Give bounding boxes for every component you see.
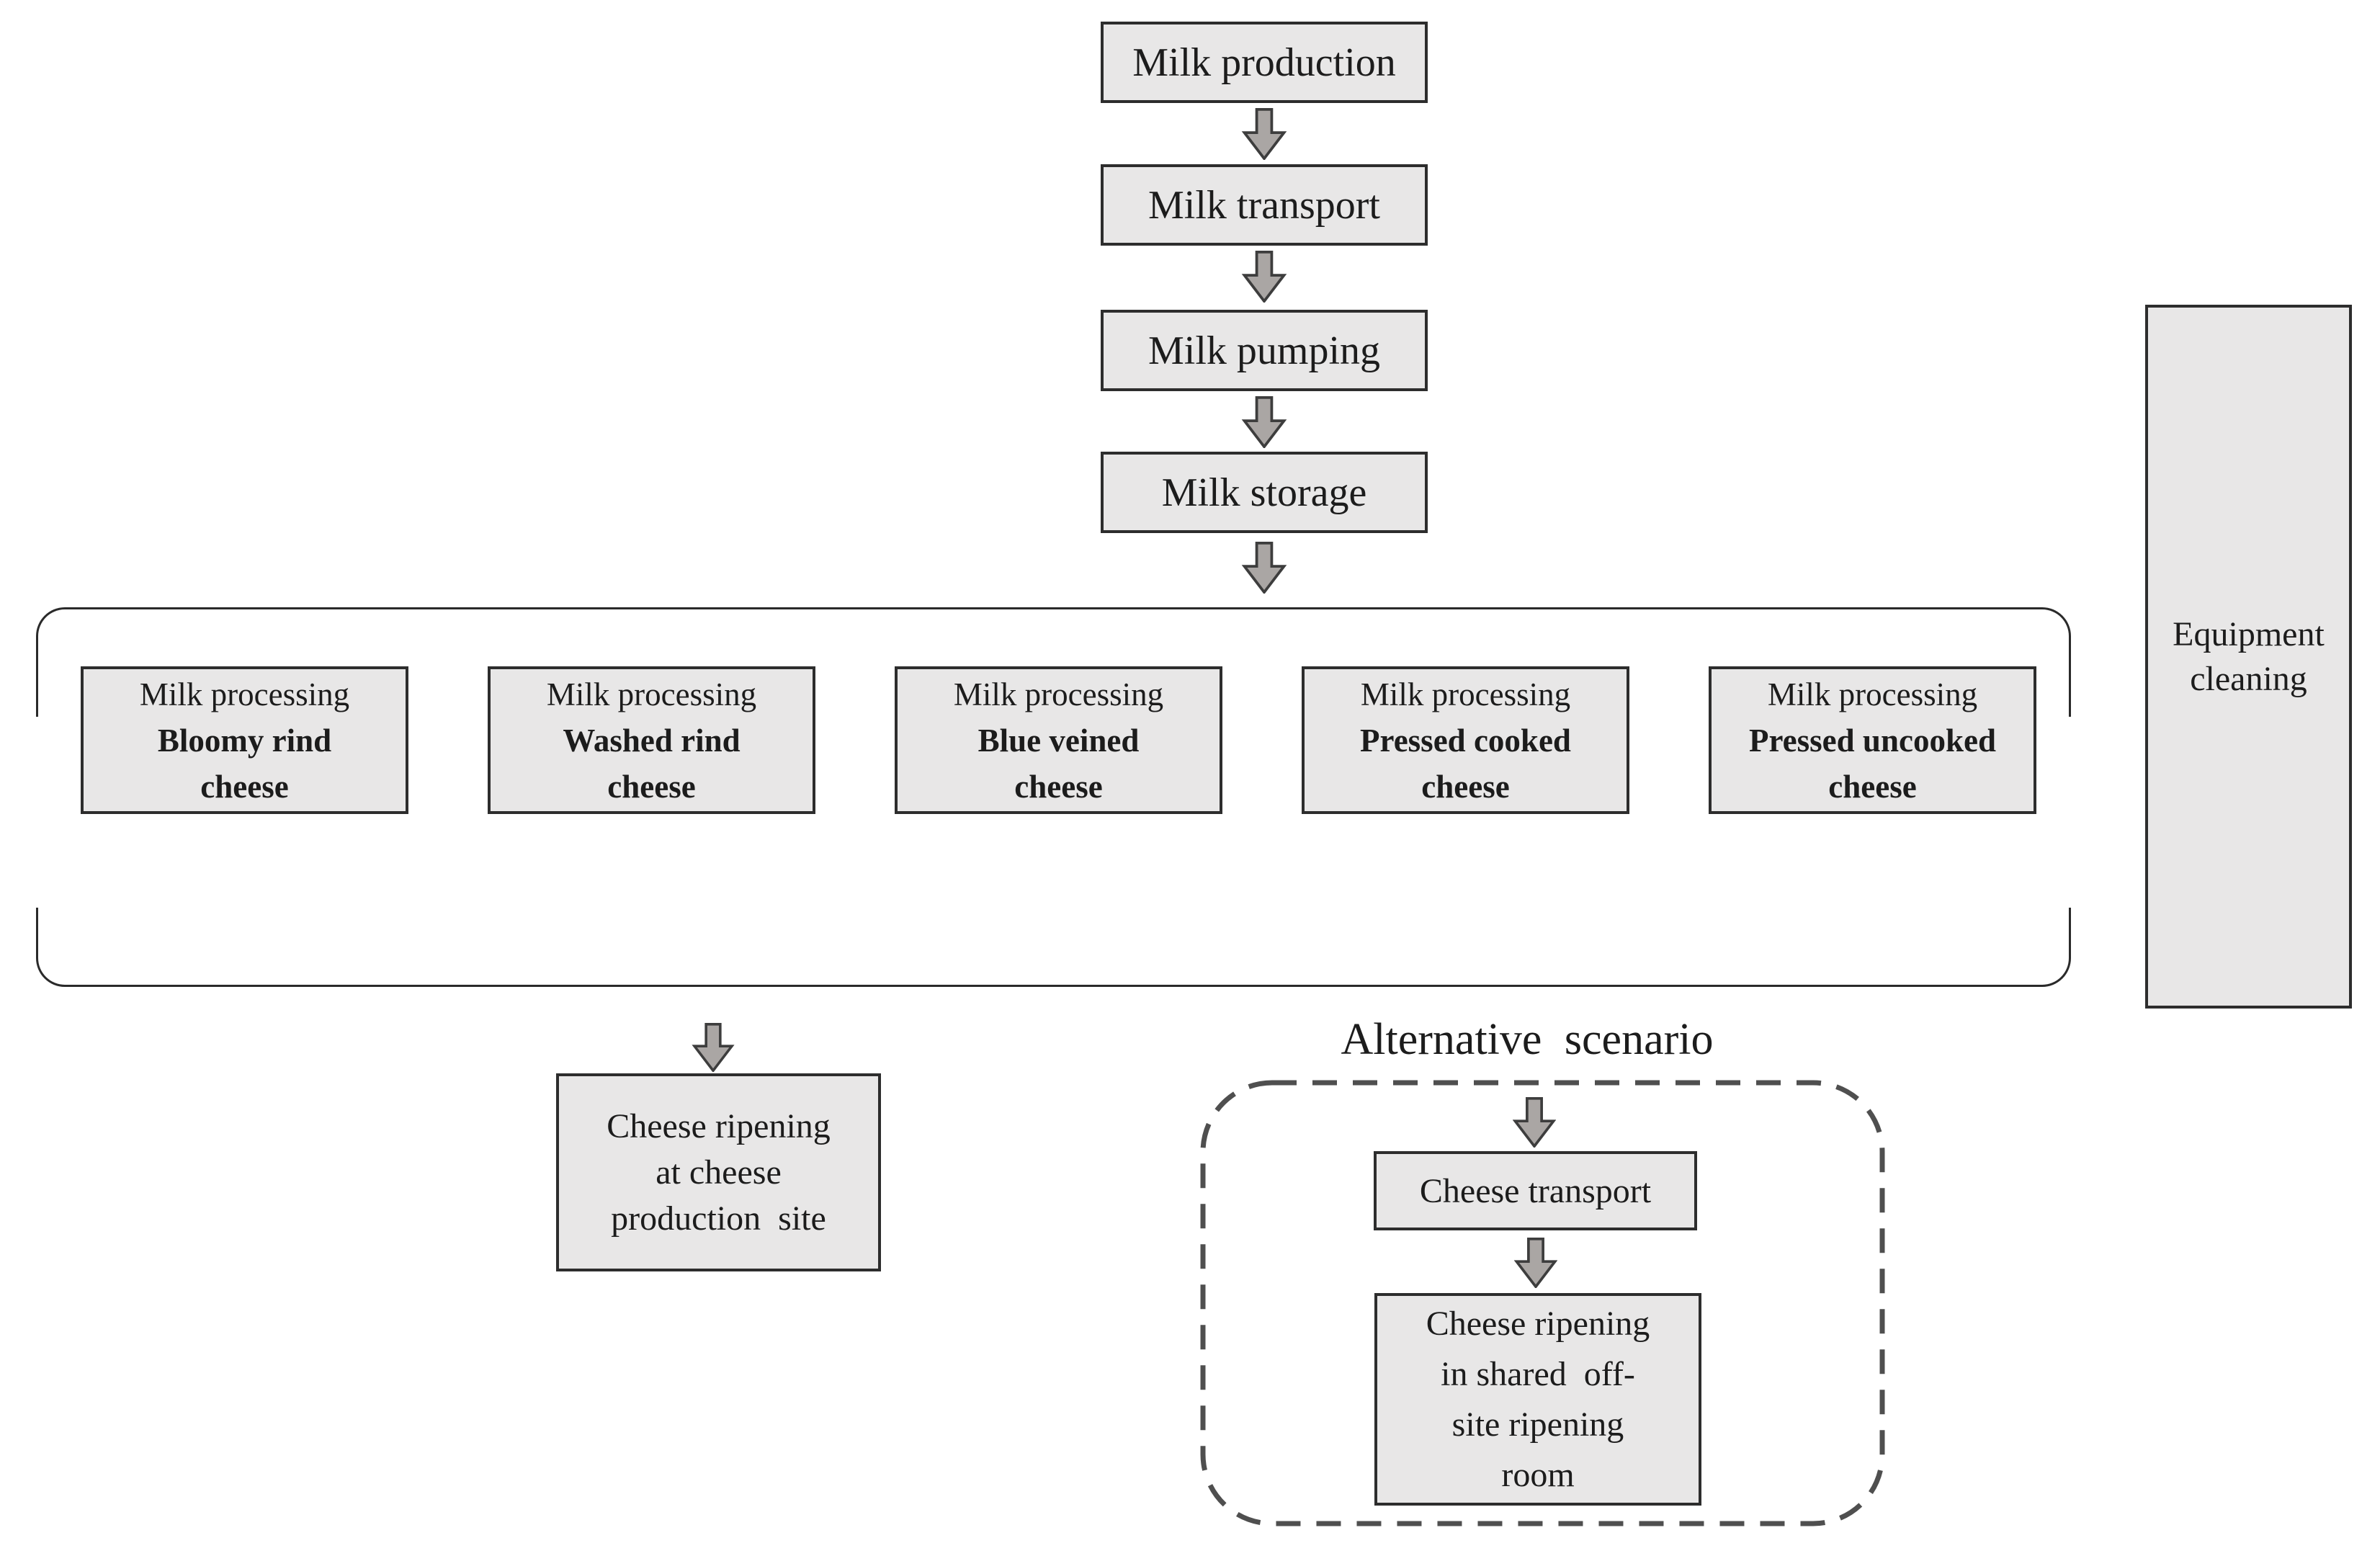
- milk-transport-box: Milk transport: [1101, 164, 1428, 246]
- processing-pressed-cooked-box: Milk processing Pressed cooked cheese: [1302, 666, 1629, 814]
- processing-type-label: Pressed cooked cheese: [1360, 722, 1571, 805]
- milk-production-box: Milk production: [1101, 22, 1428, 103]
- processing-bracket-bottom: [36, 908, 2071, 987]
- processing-type-label: Pressed uncooked cheese: [1749, 722, 1996, 805]
- down-arrow-icon: [1241, 542, 1287, 595]
- processing-intro-label: Milk processing: [953, 676, 1164, 712]
- processing-type-label: Washed rind cheese: [563, 722, 741, 805]
- processing-intro-label: Milk processing: [1767, 676, 1978, 712]
- processing-pressed-uncooked-box: Milk processing Pressed uncooked cheese: [1709, 666, 2036, 814]
- cheese-transport-box: Cheese transport: [1374, 1151, 1697, 1230]
- processing-intro-label: Milk processing: [139, 676, 350, 712]
- equipment-cleaning-box: Equipment cleaning: [2145, 305, 2352, 1009]
- processing-type-label: Bloomy rind cheese: [157, 722, 332, 805]
- processing-bracket-top: [36, 607, 2071, 717]
- cheese-ripening-site-box: Cheese ripening at cheese production sit…: [556, 1073, 881, 1271]
- cheese-ripening-offsite-box: Cheese ripening in shared off- site ripe…: [1374, 1293, 1701, 1506]
- processing-intro-label: Milk processing: [1360, 676, 1571, 712]
- processing-washed-rind-box: Milk processing Washed rind cheese: [488, 666, 815, 814]
- down-arrow-icon: [692, 1023, 735, 1073]
- down-arrow-icon: [1512, 1097, 1557, 1149]
- milk-storage-box: Milk storage: [1101, 452, 1428, 533]
- down-arrow-icon: [1241, 251, 1287, 304]
- processing-type-label: Blue veined cheese: [978, 722, 1140, 805]
- milk-pumping-box: Milk pumping: [1101, 310, 1428, 391]
- processing-bloomy-rind-box: Milk processing Bloomy rind cheese: [81, 666, 408, 814]
- processing-blue-veined-box: Milk processing Blue veined cheese: [895, 666, 1222, 814]
- down-arrow-icon: [1241, 396, 1287, 450]
- alternative-scenario-title: Alternative scenario: [1341, 1015, 1714, 1064]
- alternative-scenario-dashed-frame: [1200, 1080, 1885, 1526]
- down-arrow-icon: [1513, 1238, 1558, 1289]
- down-arrow-icon: [1241, 108, 1287, 161]
- processing-intro-label: Milk processing: [546, 676, 757, 712]
